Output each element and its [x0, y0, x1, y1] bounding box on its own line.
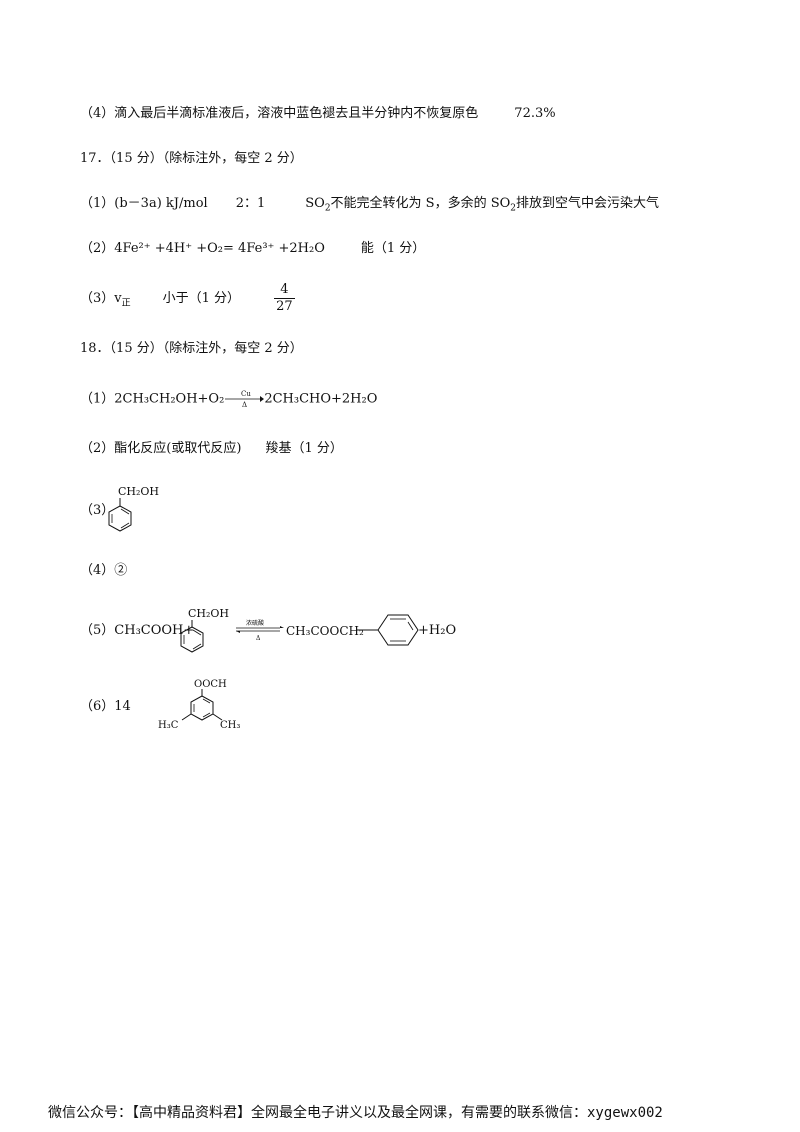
q16-part4-label: （4） — [80, 106, 115, 121]
q17-p1-label: （1） — [80, 196, 115, 211]
q18-p5-label: （5） — [80, 623, 115, 638]
q17-p2-b: 能（1 分） — [360, 241, 426, 256]
q17-p3-num: 4 — [274, 282, 295, 299]
footer-note: 微信公众号：【高中精品资料君】全网最全电子讲义以及最全网课，有需要的联系微信：x… — [48, 1102, 663, 1122]
q18-header: 18．（15 分）（除标注外，每空 2 分） — [80, 341, 303, 356]
q18-p1-right: 2CH₃CHO+2H₂O — [264, 391, 378, 407]
q18-p5-cond-top: 浓硫酸 — [246, 619, 264, 627]
q17-header: 17．（15 分）（除标注外，每空 2 分） — [80, 151, 303, 166]
q18-p6-left: H₃C — [158, 720, 179, 731]
q17-p1-c-sub1: 2 — [324, 203, 331, 214]
q18-p5-tail: +H₂O — [418, 623, 457, 638]
q18-p6-right: CH₃ — [220, 720, 240, 731]
q18-p1-label: （1） — [80, 391, 115, 407]
q18-p1-left: 2CH₃CH₂OH+O₂ — [114, 391, 225, 407]
q17-p3-label: （3） — [80, 291, 115, 306]
q17-p2-eq: 4Fe²⁺ +4H⁺ +O₂= 4Fe³⁺ +2H₂O — [114, 241, 325, 256]
footer-text: 微信公众号：【高中精品资料君】全网最全电子讲义以及最全网课，有需要的联系微信： — [48, 1105, 587, 1121]
q18-p2-a: 酯化反应(或取代反应) — [114, 441, 242, 456]
q18-part5: （5）CH₃COOH+ — [80, 622, 194, 640]
phenyl-ring-structure — [356, 614, 419, 646]
q17-p3-den: 27 — [276, 299, 293, 314]
q18-p2-b: 羧基（1 分） — [265, 441, 343, 456]
q17-p1-c-post: 排放到空气中会污染大气 — [516, 196, 660, 211]
q17-p1-a: (b－3a) kJ/mol — [114, 196, 208, 211]
q18-p4-value: ② — [114, 563, 128, 578]
equilibrium-arrow-icon: 浓硫酸 Δ — [236, 619, 284, 642]
q18-part4: （4）② — [80, 562, 127, 580]
q18-p6-top: OOCH — [194, 679, 227, 690]
q18-p2-label: （2） — [80, 441, 115, 456]
q18-part6: （6）14 — [80, 698, 131, 716]
footer-wechat-id: xygewx002 — [587, 1105, 663, 1121]
q18-p5-group: CH₂OH — [188, 607, 229, 620]
benzyl-alcohol-structure: CH₂OH — [108, 485, 159, 532]
q16-part4-text: 滴入最后半滴标准液后，溶液中蓝色褪去且半分钟内不恢复原色 — [114, 106, 479, 121]
q16-part4-value: 72.3% — [514, 106, 556, 121]
q17-p3-a: v — [114, 291, 122, 306]
benzene-ring-icon — [190, 695, 214, 721]
q18-p5-cond-bottom: Δ — [256, 635, 261, 642]
q18-p5-left: CH₃COOH+ — [114, 623, 195, 638]
q16-part4: （4）滴入最后半滴标准液后，溶液中蓝色褪去且半分钟内不恢复原色 72.3% — [80, 105, 556, 123]
q18-p6-label: （6） — [80, 699, 115, 714]
q17-p1-c-pre: SO — [305, 196, 325, 211]
q17-p2-label: （2） — [80, 241, 115, 256]
q18-p1-cond-bottom: Δ — [242, 401, 247, 408]
q18-p5-product: CH₃COOCH₂ — [286, 624, 364, 638]
q17-part2: （2）4Fe²⁺ +4H⁺ +O₂= 4Fe³⁺ +2H₂O 能（1 分） — [80, 240, 425, 258]
benzene-ring-icon — [108, 505, 132, 532]
q17-p1-c-sub2: 2 — [510, 203, 517, 214]
q18-p3-group: CH₂OH — [118, 485, 159, 498]
q17-p3-a-sub: 正 — [121, 298, 131, 309]
q18-p6-value: 14 — [114, 699, 131, 714]
q17-p3-b: 小于（1 分） — [162, 291, 241, 306]
q18-p4-label: （4） — [80, 563, 115, 578]
q18-part3-label: （3） — [80, 503, 115, 518]
benzene-ring-icon — [180, 626, 204, 653]
q18-part2: （2）酯化反应(或取代反应) 羧基（1 分） — [80, 440, 343, 458]
q17-p1-b: 2：1 — [235, 196, 266, 211]
benzyl-alcohol-structure-2: CH₂OH — [180, 607, 229, 653]
dimethylphenyl-formate-structure: OOCH H₃C CH₃ — [158, 679, 240, 731]
benzene-ring-icon — [377, 614, 419, 646]
q17-p1-c-mid: 不能完全转化为 S，多余的 SO — [330, 196, 511, 211]
q18-p1-cond-top: Cu — [241, 390, 251, 398]
